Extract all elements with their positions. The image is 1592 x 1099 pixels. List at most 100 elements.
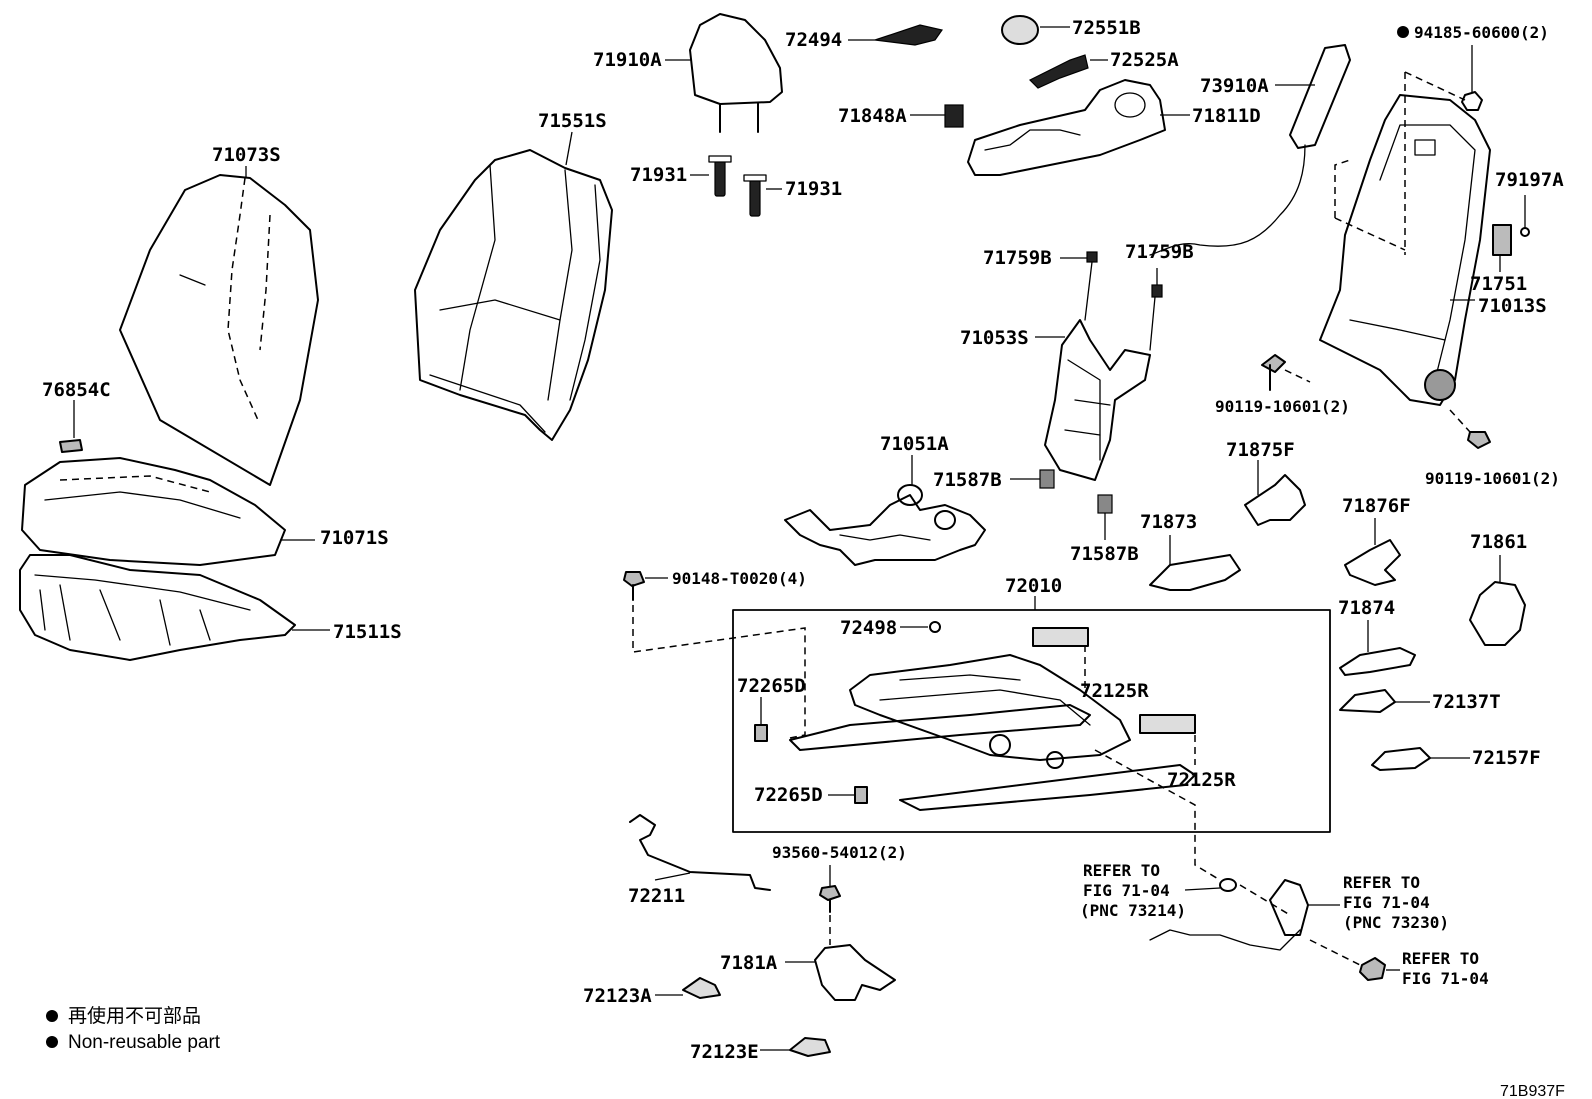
cover-72265D-b[interactable] — [828, 786, 868, 804]
bolt-93560-54012[interactable] — [819, 865, 841, 945]
label-72123E: 72123E — [690, 1041, 759, 1063]
seatback-cover-71073S[interactable] — [119, 174, 319, 486]
seat-belt-sensor-harness[interactable] — [1094, 749, 1386, 981]
bolt-90148-T0020[interactable] — [623, 571, 806, 739]
seat-track-frame[interactable] — [789, 654, 1196, 811]
label-72551B: 72551B — [1072, 17, 1141, 39]
label-71051A: 71051A — [880, 433, 949, 455]
refer-note-nut-line1: REFER TO — [1402, 949, 1479, 968]
clip-79197A[interactable] — [1520, 195, 1530, 237]
diagram-code: 71B937F — [1500, 1083, 1565, 1099]
cover-72125R-a[interactable] — [1032, 627, 1089, 690]
cover-72494[interactable] — [848, 24, 944, 46]
label-71811D: 71811D — [1192, 105, 1261, 127]
label-79197A: 79197A — [1495, 169, 1564, 191]
part-71873[interactable] — [1149, 535, 1241, 591]
label-71759B-b: 71759B — [1125, 241, 1194, 263]
clip-76854C[interactable] — [59, 400, 83, 453]
label-90148-T0020: 90148-T0020(4) — [672, 569, 807, 588]
harness-71051A[interactable] — [784, 484, 986, 566]
label-72211: 72211 — [628, 885, 685, 907]
headrest-guide-71931-b[interactable] — [743, 174, 782, 217]
part-71874[interactable] — [1339, 620, 1416, 676]
clip-71848A[interactable] — [910, 104, 964, 128]
legend-en: Non-reusable part — [68, 1032, 221, 1053]
cushion-pad-71511S[interactable] — [19, 554, 296, 661]
label-72525A: 72525A — [1110, 49, 1179, 71]
adjuster-assembly-box-72010[interactable] — [732, 596, 1331, 833]
clip-72498[interactable] — [900, 621, 941, 633]
label-71759B-a: 71759B — [983, 247, 1052, 269]
label-71551S: 71551S — [538, 110, 607, 132]
part-71875F[interactable] — [1244, 460, 1306, 526]
label-72123A: 72123A — [583, 985, 652, 1007]
label-71587B-b: 71587B — [1070, 543, 1139, 565]
refer-note-73230-line3: (PNC 73230) — [1343, 913, 1449, 932]
label-94185-60600: 94185-60600(2) — [1414, 23, 1549, 42]
label-72137T: 72137T — [1432, 691, 1501, 713]
cover-72157F[interactable] — [1371, 747, 1470, 771]
bolt-90119-10601-b[interactable] — [1449, 409, 1491, 449]
frame-link-71053S[interactable] — [1044, 261, 1156, 481]
legend-bullet-jp — [46, 1010, 58, 1022]
label-76854C: 76854C — [42, 379, 111, 401]
refer-note-nut-line2: FIG 71-04 — [1402, 969, 1489, 988]
label-72265D-a: 72265D — [737, 675, 806, 697]
label-71875F: 71875F — [1226, 439, 1295, 461]
refer-note-73230-line2: FIG 71-04 — [1343, 893, 1430, 912]
label-72010: 72010 — [1005, 575, 1062, 597]
refer-note-73230-line1: REFER TO — [1343, 873, 1420, 892]
label-72498: 72498 — [840, 617, 897, 639]
label-7181A: 7181A — [720, 952, 778, 974]
refer-note-73214-line1: REFER TO — [1083, 861, 1160, 880]
label-71876F: 71876F — [1342, 495, 1411, 517]
recliner-7181A[interactable] — [785, 944, 896, 1001]
headrest-71910A[interactable] — [689, 13, 783, 133]
seat-cushion-71071S[interactable] — [21, 457, 286, 566]
clip-71587B-b[interactable] — [1097, 494, 1113, 540]
legend-bullet-en — [46, 1036, 58, 1048]
label-72494: 72494 — [785, 29, 842, 51]
refer-note-73214-line3: (PNC 73214) — [1080, 901, 1186, 920]
rod-72211[interactable] — [629, 814, 771, 891]
seatback-frame-71013S[interactable] — [1319, 94, 1491, 406]
lever-72525A[interactable] — [1028, 54, 1108, 89]
bolt-90119-10601-a[interactable] — [1261, 354, 1311, 391]
part-71876F[interactable] — [1344, 518, 1401, 586]
refer-note-73214-line2: FIG 71-04 — [1083, 881, 1170, 900]
refer-note-73214: REFER TO FIG 71-04 (PNC 73214) — [1080, 861, 1221, 920]
seatback-pad-71551S[interactable] — [414, 149, 613, 441]
label-71071S: 71071S — [320, 527, 389, 549]
clip-71587B-a[interactable] — [1010, 469, 1055, 489]
cover-72123A[interactable] — [655, 977, 721, 999]
label-71848A: 71848A — [838, 105, 907, 127]
cover-72137T[interactable] — [1339, 689, 1430, 713]
leader-71551S — [565, 131, 573, 166]
label-71873: 71873 — [1140, 511, 1197, 533]
clip-71759B-a[interactable] — [1060, 251, 1098, 263]
label-71931-a: 71931 — [630, 164, 687, 186]
cover-72123E[interactable] — [760, 1037, 831, 1057]
bracket-71751[interactable] — [1492, 224, 1512, 272]
label-71013S: 71013S — [1478, 295, 1547, 317]
nut-94185-60600[interactable] — [1397, 26, 1483, 111]
refer-note-nut: REFER TO FIG 71-04 — [1386, 949, 1489, 988]
knob-72551B[interactable] — [1001, 15, 1070, 45]
headrest-guide-71931-a[interactable] — [690, 155, 732, 197]
cover-72125R-b[interactable] — [1139, 714, 1196, 765]
label-71751: 71751 — [1470, 273, 1527, 295]
label-90119-10601-a: 90119-10601(2) — [1215, 397, 1350, 416]
cover-72265D-a[interactable] — [754, 697, 768, 742]
shield-71811D[interactable] — [967, 79, 1166, 176]
label-71861: 71861 — [1470, 531, 1527, 553]
clip-71759B-b[interactable] — [1151, 268, 1163, 298]
refer-note-73230: REFER TO FIG 71-04 (PNC 73230) — [1308, 873, 1449, 932]
label-93560-54012: 93560-54012(2) — [772, 843, 907, 862]
airbag-73910A[interactable] — [1149, 44, 1351, 256]
cap-71861[interactable] — [1469, 555, 1526, 646]
label-72125R-a: 72125R — [1080, 680, 1149, 702]
label-90119-10601-b: 90119-10601(2) — [1425, 469, 1560, 488]
label-71874: 71874 — [1338, 597, 1395, 619]
label-73910A: 73910A — [1200, 75, 1269, 97]
